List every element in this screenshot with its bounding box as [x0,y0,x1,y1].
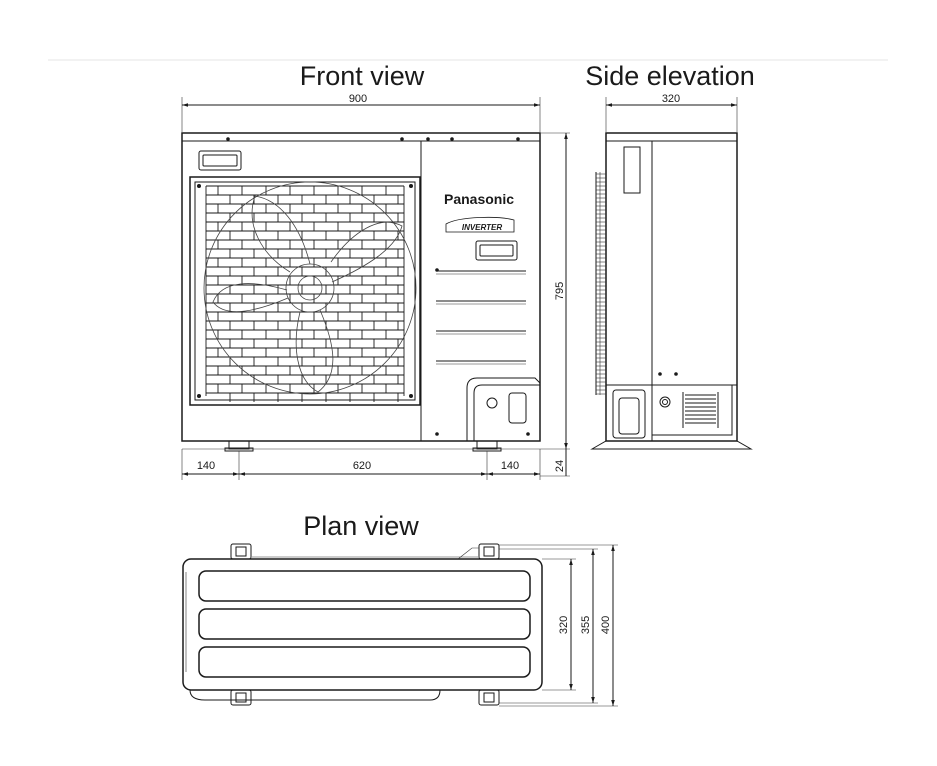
side-casing [605,132,738,442]
side-terminal-box [651,384,733,436]
front-view: Front view 900 [181,61,570,480]
side-port-cover [612,389,646,439]
grille-icon [189,176,421,406]
side-elevation-title: Side elevation [585,61,755,91]
plan-view: Plan view [182,511,618,707]
plan-panel-3 [198,646,531,678]
panel-louvers [436,270,526,365]
dim-320-side: 320 [662,93,680,105]
front-width-dimension: 900 [181,93,541,132]
side-depth-dimension: 320 [605,93,738,132]
front-handle [198,150,242,171]
side-rear-fins [595,172,606,395]
dim-795: 795 [554,282,566,300]
dim-320-plan: 320 [558,616,570,634]
side-base [590,440,753,450]
panel-handle [475,240,518,261]
dim-400: 400 [600,616,612,634]
side-vents [682,392,719,428]
svg-text:INVERTER: INVERTER [462,223,503,232]
front-feet [182,440,540,452]
dim-140-left: 140 [197,460,215,472]
inverter-badge: INVERTER [445,216,515,233]
plan-view-title: Plan view [303,511,419,541]
dim-24: 24 [554,460,566,472]
front-view-title: Front view [300,61,425,91]
plan-panel-1 [198,570,531,602]
plan-dimensions: 320 355 400 [499,544,618,707]
plan-feet [185,543,500,706]
side-elevation: Side elevation 320 [585,61,755,450]
front-casing [181,132,541,442]
service-valve-cover [466,377,541,441]
side-label-plate [623,146,641,194]
plan-casing [182,558,543,691]
dim-355: 355 [580,616,592,634]
plan-panel-2 [198,608,531,640]
fan-icon [203,181,417,395]
front-base-dimensions: 140 620 140 [181,449,541,480]
dim-900: 900 [349,93,367,105]
dim-140-right: 140 [501,460,519,472]
control-panel: Panasonic INVERTER [435,191,541,441]
front-height-dimension: 795 24 [540,132,570,477]
panasonic-logo: Panasonic [444,191,514,207]
dim-620: 620 [353,460,371,472]
